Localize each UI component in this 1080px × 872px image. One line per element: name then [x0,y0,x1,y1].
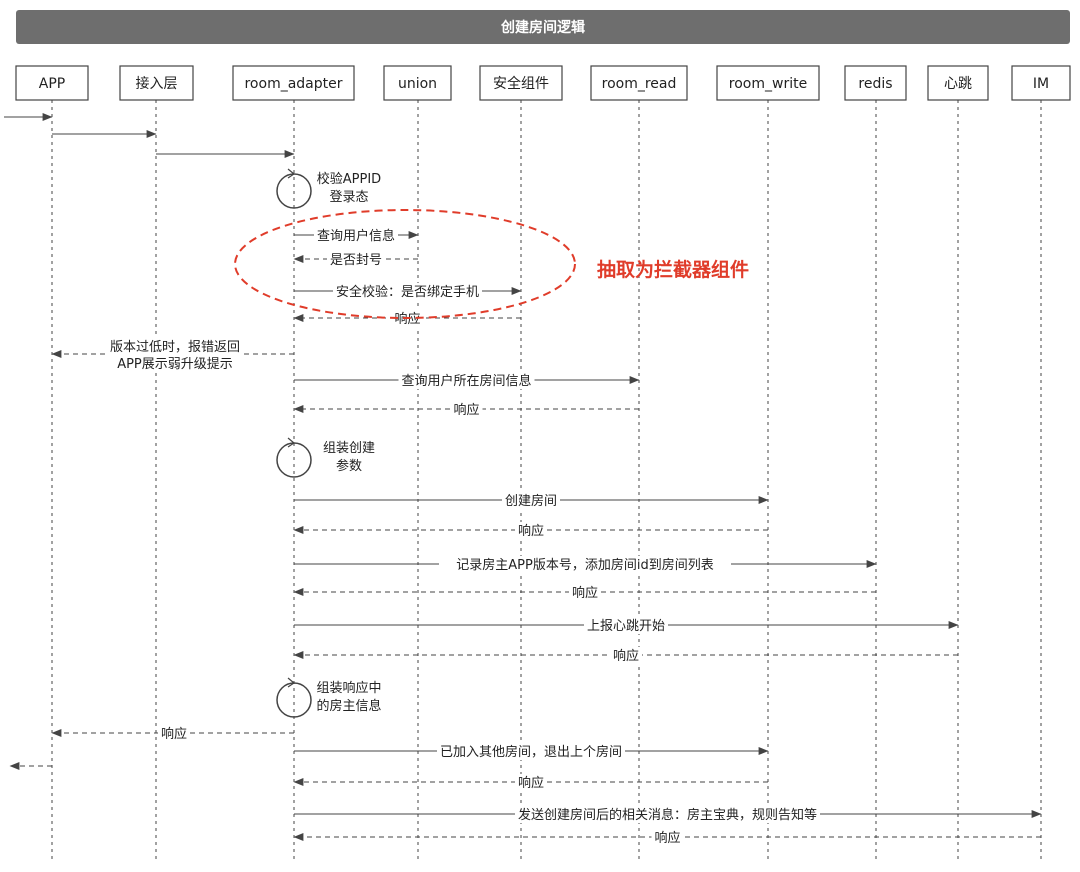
message-17: 响应 [293,647,958,664]
message-label: 是否封号 [330,253,382,268]
interceptor-annotation: 抽取为拦截器组件 [597,258,749,281]
participant-label: room_adapter [244,76,342,92]
participant-label: room_read [602,76,677,92]
message-21: 已加入其他房间，退出上个房间 [294,743,769,760]
message-3: 校验APPID 登录态 [276,168,381,209]
message-10: 响应 [293,401,639,418]
message-label: 组装响应中 [316,680,381,696]
message-label: 响应 [654,830,680,846]
participant-label: 接入层 [136,75,178,92]
message-7: 响应 [293,310,521,327]
participant-room_write: room_write [716,65,820,101]
message-label: 发送创建房间后的相关消息：房主宝典，规则告知等 [518,807,817,823]
participant-access: 接入层 [119,65,194,101]
message-label: APP展示弱升级提示 [117,356,233,372]
message-label: 响应 [161,726,187,742]
participant-redis: redis [844,65,907,101]
message-label: 响应 [572,585,598,601]
message-label: 查询用户信息 [317,228,395,244]
participant-im: IM [1011,65,1071,101]
message-label: 上报心跳开始 [587,619,665,634]
message-label: 已加入其他房间，退出上个房间 [440,744,622,760]
message-13: 响应 [293,522,768,539]
message-label: 创建房间 [505,493,557,509]
message-label: 记录房主APP版本号，添加房间id到房间列表 [456,557,713,573]
participant-label: APP [39,76,65,92]
participant-label: IM [1033,76,1049,92]
participant-room_read: room_read [590,65,688,101]
diagram-title: 创建房间逻辑 [16,10,1070,44]
message-5: 是否封号 [293,251,418,268]
participant-label: room_write [729,76,807,92]
message-label: 响应 [453,402,479,418]
message-14: 记录房主APP版本号，添加房间id到房间列表 [294,556,877,573]
message-label: 响应 [394,311,420,327]
participant-label: 心跳 [944,76,972,92]
message-label: 参数 [336,458,362,474]
participant-heartbeat: 心跳 [927,65,989,101]
message-19: 响应 [51,725,294,742]
interceptor-highlight-ellipse [234,209,576,319]
message-15: 响应 [293,584,876,601]
participant-label: redis [858,76,892,92]
message-label: 版本过低时，报错返回 [110,340,240,355]
participant-app: APP [15,65,89,101]
message-label: 查询用户所在房间信息 [401,373,531,389]
participant-security: 安全组件 [479,65,563,101]
message-label: 安全校验：是否绑定手机 [336,284,479,300]
message-23: 发送创建房间后的相关消息：房主宝典，规则告知等 [294,806,1042,823]
message-label: 响应 [518,523,544,539]
message-6: 安全校验：是否绑定手机 [294,283,522,300]
participant-label: union [398,76,437,92]
message-12: 创建房间 [294,492,769,509]
message-16: 上报心跳开始 [294,617,959,634]
message-label: 的房主信息 [316,698,381,714]
message-22: 响应 [293,774,768,791]
participant-room_adapter: room_adapter [232,65,355,101]
participant-label: 安全组件 [493,75,549,92]
message-label: 响应 [518,775,544,791]
message-24: 响应 [293,829,1041,846]
message-label: 组装创建 [323,441,375,456]
message-label: 登录态 [329,190,368,205]
message-label: 校验APPID [317,171,381,187]
participant-union: union [383,65,452,101]
message-4: 查询用户信息 [294,227,419,244]
message-label: 响应 [613,648,639,664]
message-9: 查询用户所在房间信息 [294,372,640,389]
